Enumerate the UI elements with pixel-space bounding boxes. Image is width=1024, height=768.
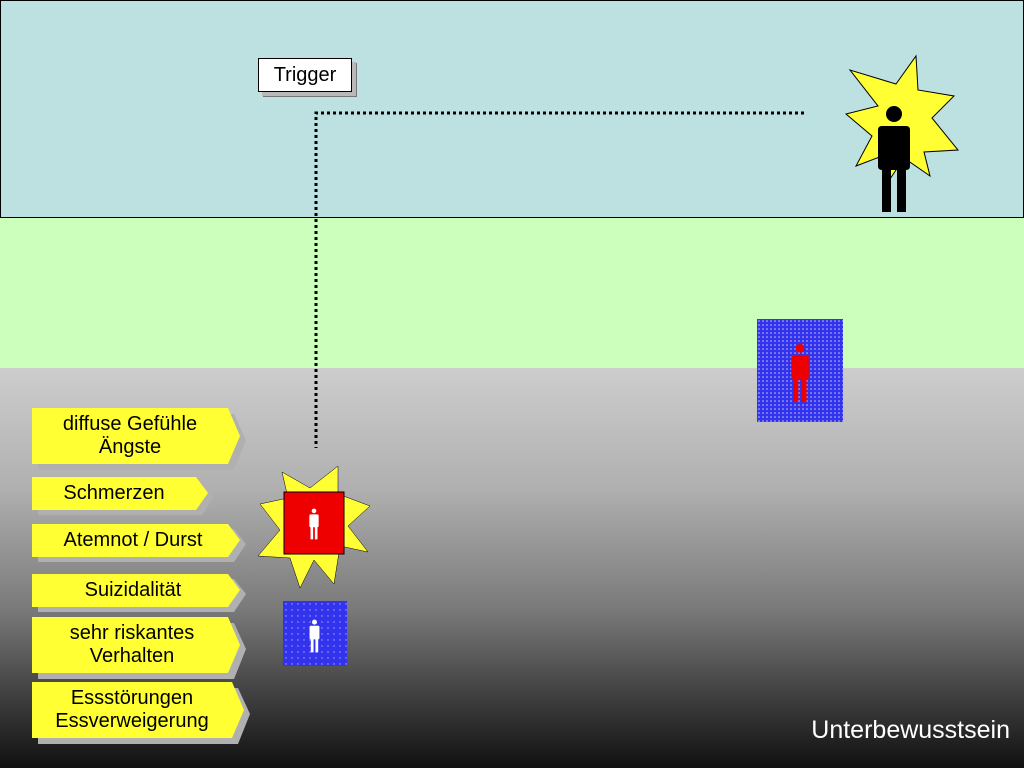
subconscious-burst bbox=[257, 465, 371, 589]
tag-line: Ängste bbox=[98, 436, 162, 458]
tag-line: Atemnot / Durst bbox=[63, 529, 203, 551]
preconscious-layer bbox=[0, 218, 1024, 368]
tag-line: Schmerzen bbox=[63, 482, 165, 504]
tag-line: sehr riskantes bbox=[69, 622, 195, 644]
trigger-burst-figure bbox=[844, 54, 960, 212]
tag-line: Suizidalität bbox=[84, 579, 182, 601]
red-figure-block bbox=[757, 319, 843, 422]
tag-line: Essverweigerung bbox=[55, 710, 209, 732]
tag-line: diffuse Gefühle bbox=[62, 413, 198, 435]
trigger-label: Trigger bbox=[273, 63, 337, 86]
subconscious-label: Unterbewusstsein bbox=[811, 716, 1010, 744]
tag-line: Essstörungen bbox=[70, 687, 194, 709]
tag-line: Verhalten bbox=[89, 645, 175, 667]
blue-figure-block bbox=[283, 601, 347, 666]
trigger-label-box: Trigger bbox=[258, 58, 352, 92]
